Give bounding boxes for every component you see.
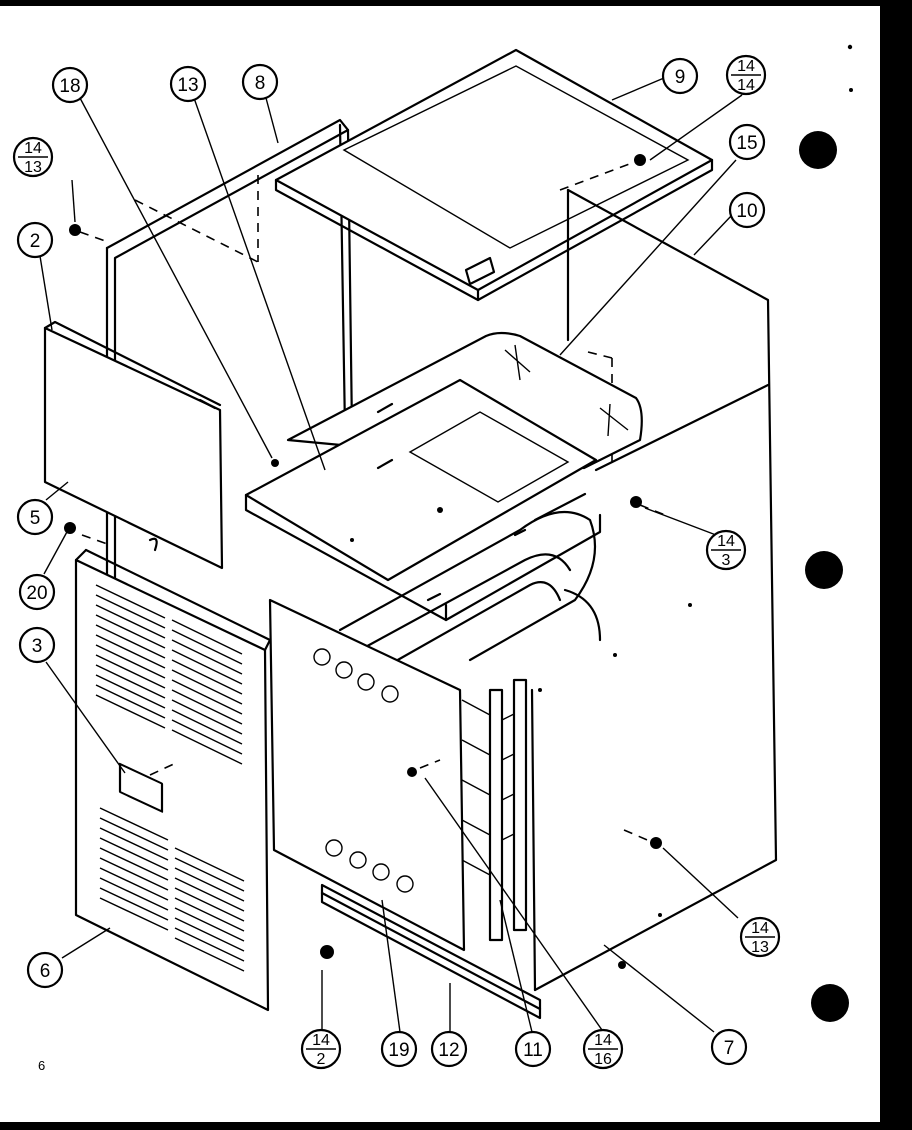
callout-7-text: 7	[724, 1038, 735, 1059]
callout-3-text: 3	[32, 636, 43, 657]
rivet	[538, 688, 542, 692]
fraction-14-2-den: 2	[317, 1051, 326, 1068]
screw	[271, 459, 279, 467]
callout-8-text: 8	[255, 73, 266, 94]
fraction-14-13-top-den: 13	[24, 159, 42, 176]
fraction-14-2-num: 14	[312, 1032, 330, 1049]
louvered-front-door	[74, 548, 272, 1012]
callout-12-text: 12	[438, 1040, 459, 1061]
burner-panel	[268, 598, 466, 952]
upper-door-panel	[43, 320, 224, 570]
right-side-wall	[533, 188, 778, 992]
callout-10-text: 10	[736, 201, 757, 222]
port-hole	[313, 648, 331, 666]
fraction-callout-14-14: 14 14	[725, 54, 767, 96]
callout-11-text: 11	[523, 1040, 543, 1061]
screw	[437, 507, 443, 513]
callout-19: 19	[380, 1030, 418, 1068]
callout-19-text: 19	[388, 1040, 409, 1061]
fraction-14-14-num: 14	[737, 58, 755, 75]
leader-lines	[39, 77, 743, 1033]
port-hole	[396, 875, 414, 893]
top-panel	[274, 48, 714, 302]
page-edge-bottom	[0, 1122, 912, 1130]
lower-right-louvers	[174, 847, 245, 972]
callout-13: 13	[169, 65, 207, 103]
speck-1	[847, 44, 853, 50]
fraction-14-16-den: 16	[594, 1051, 612, 1068]
fraction-14-16-num: 14	[594, 1032, 612, 1049]
callout-2: 2	[16, 221, 54, 259]
callout-7: 7	[710, 1028, 748, 1066]
callout-5-text: 5	[30, 508, 41, 529]
fraction-14-3-num: 14	[717, 533, 735, 550]
fraction-callout-14-2: 14 2	[300, 1028, 342, 1070]
upper-right-louvers	[171, 619, 243, 765]
port-hole	[357, 673, 375, 691]
callout-20: 20	[18, 573, 56, 611]
rating-label-plate	[118, 762, 164, 813]
page-edge-top	[0, 0, 912, 6]
callout-11: 11	[514, 1030, 552, 1068]
fraction-14-3-den: 3	[722, 552, 731, 569]
port-hole	[381, 685, 399, 703]
fraction-callout-14-16: 14 16	[582, 1028, 624, 1070]
punch-hole-middle	[805, 551, 843, 589]
callout-20-text: 20	[26, 583, 47, 604]
vertical-supports	[461, 678, 537, 992]
fraction-callout-14-3: 14 3	[705, 529, 747, 571]
fraction-14-13-top-num: 14	[24, 140, 42, 157]
upper-left-louvers	[95, 584, 166, 729]
callout-2-text: 2	[30, 231, 41, 252]
page-edge-right	[880, 0, 912, 1130]
blower-deck	[244, 331, 643, 622]
callout-6: 6	[26, 951, 64, 989]
port-hole	[349, 851, 367, 869]
callout-15: 15	[728, 123, 766, 161]
fraction-callout-14-13-top: 14 13	[12, 136, 54, 178]
punch-hole-bottom	[811, 984, 849, 1022]
fraction-callout-14-13-bottom: 14 13	[739, 916, 781, 958]
fraction-14-13-bottom-den: 13	[751, 939, 769, 956]
callout-10: 10	[728, 191, 766, 229]
callout-5: 5	[16, 498, 54, 536]
fraction-14-13-bottom-num: 14	[751, 920, 769, 937]
screw	[407, 767, 417, 777]
callout-9: 9	[661, 57, 699, 95]
callout-12: 12	[430, 1030, 468, 1068]
port-hole	[325, 839, 343, 857]
callout-3: 3	[18, 626, 56, 664]
callout-9-text: 9	[675, 67, 686, 88]
callout-15-text: 15	[736, 133, 757, 154]
rivet	[613, 653, 617, 657]
rivet	[658, 913, 662, 917]
rivet	[688, 603, 692, 607]
callout-18: 18	[51, 66, 89, 104]
speck-2	[849, 88, 853, 92]
port-hole	[335, 661, 353, 679]
page-number: 6	[38, 1058, 45, 1073]
port-hole	[372, 863, 390, 881]
fraction-14-14-den: 14	[737, 77, 755, 94]
callout-18-text: 18	[59, 76, 80, 97]
callout-8: 8	[241, 63, 279, 101]
screw	[350, 538, 354, 542]
callout-13-text: 13	[177, 75, 198, 96]
bottom-rail	[320, 883, 542, 1020]
punch-hole-top	[799, 131, 837, 169]
heat-exchanger	[338, 510, 602, 672]
lower-left-louvers	[99, 807, 169, 931]
callout-6-text: 6	[40, 961, 51, 982]
